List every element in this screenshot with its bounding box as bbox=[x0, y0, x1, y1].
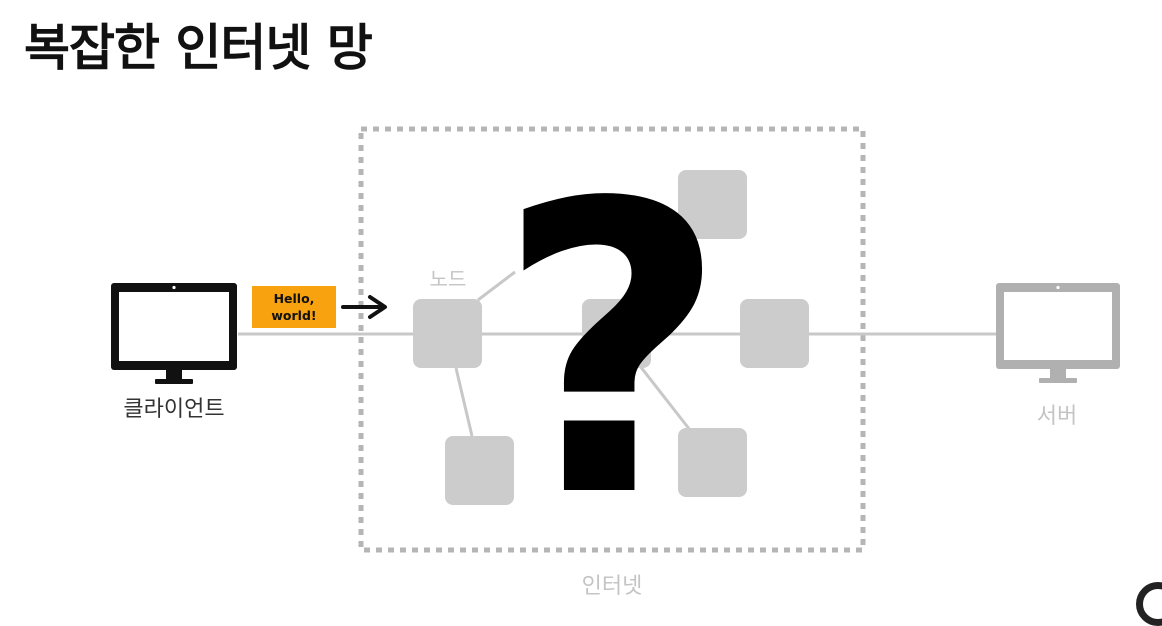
link-node-bottom bbox=[454, 367, 474, 437]
node-box bbox=[740, 299, 809, 368]
node-box bbox=[582, 299, 651, 368]
node-box bbox=[413, 299, 482, 368]
network-links bbox=[238, 270, 996, 437]
link-center-bottomright bbox=[638, 365, 692, 431]
node-box bbox=[445, 436, 514, 505]
network-nodes bbox=[413, 170, 809, 505]
client-monitor-icon bbox=[111, 283, 237, 384]
server-monitor-icon bbox=[996, 283, 1120, 383]
node-label: 노드 bbox=[430, 267, 467, 291]
message-line-1: Hello, bbox=[274, 291, 315, 306]
link-node-top bbox=[477, 270, 516, 302]
page-title: 복잡한 인터넷 망 bbox=[24, 19, 373, 77]
node-box bbox=[678, 170, 747, 239]
message-line-2: world! bbox=[271, 308, 316, 323]
message-box bbox=[252, 286, 336, 328]
server-label: 서버 bbox=[1037, 404, 1077, 429]
arrow-right-icon bbox=[341, 295, 387, 319]
internet-boundary bbox=[358, 126, 866, 553]
question-mark-symbol: ? bbox=[496, 120, 728, 585]
client-label: 클라이언트 bbox=[123, 397, 224, 422]
network-diagram: 노드 클라이언트 Hello, world! ? 서버 인터넷 bbox=[111, 120, 1120, 599]
internet-label: 인터넷 bbox=[582, 574, 643, 599]
node-box bbox=[678, 428, 747, 497]
